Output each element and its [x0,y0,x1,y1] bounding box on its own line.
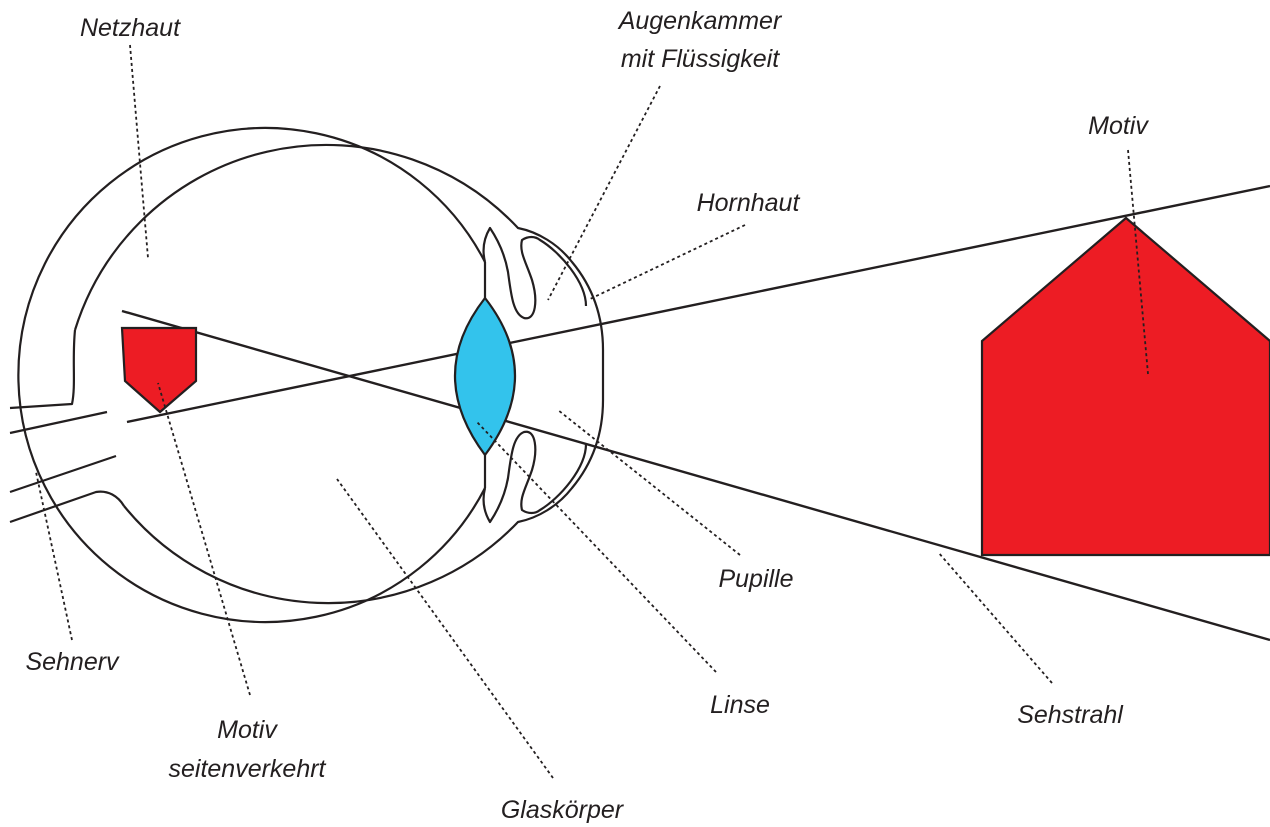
label-motiv-seitenverkehrt-line2: seitenverkehrt [168,755,326,783]
retina [18,128,485,622]
label-sehstrahl: Sehstrahl [1017,701,1124,729]
label-hornhaut: Hornhaut [697,189,801,217]
leader-netzhaut [130,45,148,258]
inverted-motif [122,328,196,412]
lens [455,298,515,455]
upper-iris [484,228,586,318]
leader-hornhaut [588,225,745,300]
optic-nerve-lower [10,492,124,522]
optic-nerve-mid-2 [10,456,116,492]
leader-pupille [558,410,740,555]
label-netzhaut: Netzhaut [80,14,181,42]
motif-house [982,218,1270,555]
leader-sehnerv [36,472,72,640]
label-pupille: Pupille [718,565,793,593]
leader-motiv-seitenverkehrt [158,383,250,695]
label-linse: Linse [710,691,770,719]
leader-linse [476,421,716,672]
label-augenkammer-line2: mit Flüssigkeit [621,45,780,73]
label-augenkammer-line1: Augenkammer [617,7,783,35]
label-motiv: Motiv [1088,112,1149,140]
label-glaskoerper: Glaskörper [501,796,625,824]
leader-glaskoerper [337,479,553,778]
label-motiv-seitenverkehrt-line1: Motiv [217,716,278,744]
label-sehnerv: Sehnerv [25,648,120,676]
leader-augenkammer [548,86,660,300]
